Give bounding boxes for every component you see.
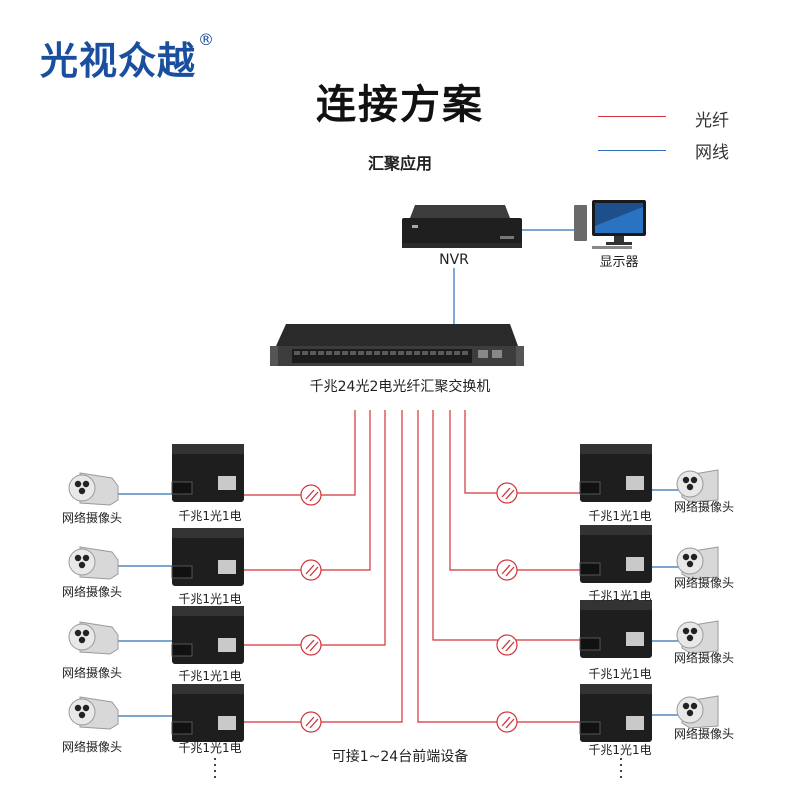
legend-lan-label: 网线 bbox=[695, 143, 729, 163]
converter-label-left-2: 千兆1光1电 bbox=[178, 592, 242, 606]
converter-label-right-3: 千兆1光1电 bbox=[588, 667, 652, 681]
converter-icons bbox=[171, 444, 652, 742]
camera-label-left-3: 网络摄像头 bbox=[61, 666, 122, 680]
camera-label-right-3: 网络摄像头 bbox=[673, 651, 734, 665]
converter-right-4 bbox=[579, 684, 652, 742]
camera-left-2 bbox=[68, 546, 119, 580]
converter-label-left-1: 千兆1光1电 bbox=[178, 509, 242, 523]
switch-icon bbox=[270, 324, 524, 366]
converter-left-2 bbox=[171, 528, 244, 586]
fiber-wire-left-2 bbox=[240, 410, 371, 571]
camera-label-right-4: 网络摄像头 bbox=[673, 727, 734, 741]
camera-label-right-2: 网络摄像头 bbox=[673, 576, 734, 590]
fiber-wire-right-2 bbox=[449, 410, 580, 571]
fiber-wire-right-1 bbox=[464, 410, 580, 494]
converter-label-right-1: 千兆1光1电 bbox=[588, 509, 652, 523]
camera-label-left-1: 网络摄像头 bbox=[61, 511, 122, 525]
legend-fiber-label: 光纤 bbox=[695, 111, 729, 131]
fiber-wire-right-3 bbox=[432, 410, 580, 641]
camera-label-left-2: 网络摄像头 bbox=[61, 585, 122, 599]
fiber-marker-arrows bbox=[305, 487, 515, 729]
converter-label-left-4: 千兆1光1电 bbox=[178, 741, 242, 755]
fiber-wire-left-3 bbox=[240, 410, 386, 646]
camera-left-4 bbox=[68, 696, 119, 730]
monitor-icon bbox=[574, 200, 646, 249]
converter-left-4 bbox=[171, 684, 244, 742]
legend-lan-line bbox=[598, 150, 666, 151]
camera-label-left-4: 网络摄像头 bbox=[61, 740, 122, 754]
nvr-icon bbox=[402, 205, 522, 248]
fiber-wire-right-4 bbox=[417, 410, 580, 723]
converter-left-3 bbox=[171, 606, 244, 664]
converter-label-right-2: 千兆1光1电 bbox=[588, 589, 652, 603]
fiber-marker-icons bbox=[300, 482, 518, 733]
monitor-label: 显示器 bbox=[599, 255, 639, 270]
brand-logo: 光视众越® bbox=[40, 30, 215, 85]
nvr-label: NVR bbox=[439, 252, 469, 268]
page-title: 连接方案 bbox=[316, 82, 484, 128]
converter-left-1 bbox=[171, 444, 244, 502]
camera-left-3 bbox=[68, 621, 119, 655]
converter-right-3 bbox=[579, 600, 652, 658]
fiber-wire-left-1 bbox=[240, 410, 356, 496]
registered-mark: ® bbox=[198, 30, 216, 49]
switch-label: 千兆24光2电光纤汇聚交换机 bbox=[309, 379, 491, 395]
camera-right-4 bbox=[676, 695, 719, 729]
converter-right-2 bbox=[579, 525, 652, 583]
camera-label-right-1: 网络摄像头 bbox=[673, 500, 734, 514]
camera-icons bbox=[68, 469, 719, 730]
converter-label-left-3: 千兆1光1电 bbox=[178, 669, 242, 683]
converter-label-right-4: 千兆1光1电 bbox=[588, 743, 652, 757]
camera-left-1 bbox=[68, 472, 119, 506]
legend-fiber-line bbox=[598, 116, 666, 117]
camera-right-2 bbox=[676, 546, 719, 580]
brand-name: 光视众越 bbox=[40, 39, 197, 83]
converter-right-1 bbox=[579, 444, 652, 502]
camera-right-1 bbox=[676, 469, 719, 503]
diagram-subtitle: 汇聚应用 bbox=[367, 154, 432, 173]
fiber-wire-left-4 bbox=[240, 410, 403, 723]
capacity-note: 可接1~24台前端设备 bbox=[331, 749, 469, 765]
camera-right-3 bbox=[676, 620, 719, 654]
